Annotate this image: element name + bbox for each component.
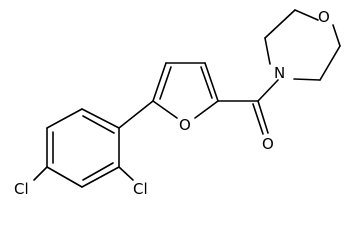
bond — [152, 62, 167, 102]
bond — [46, 108, 83, 129]
carbonyl-group — [252, 79, 279, 135]
atom-label-oxygen: O — [262, 135, 274, 153]
bond — [118, 166, 134, 181]
bond — [293, 78, 321, 81]
bond — [159, 66, 172, 100]
bond — [252, 103, 264, 135]
atom-label-nitrogen: N — [274, 64, 285, 82]
bond — [257, 100, 269, 134]
morpholine-ring — [264, 9, 341, 81]
bond — [82, 115, 115, 134]
dichlorophenyl-ring — [46, 108, 120, 188]
bond — [81, 108, 120, 129]
bond — [264, 37, 271, 65]
structure-diagram: O N O O Cl Cl — [14, 8, 341, 198]
furan-ring — [152, 62, 259, 119]
bond — [204, 62, 219, 102]
bond — [319, 45, 341, 81]
bond — [33, 166, 48, 181]
bond — [194, 100, 219, 119]
bond — [118, 100, 154, 129]
bond — [294, 9, 319, 21]
atom-label-oxygen: O — [318, 8, 330, 26]
molecule-drawing: O N O O Cl Cl — [14, 8, 341, 198]
bond — [82, 162, 114, 181]
bond — [46, 166, 83, 188]
bond — [81, 166, 120, 188]
atom-label-chlorine: Cl — [14, 180, 29, 198]
atom-label-oxygen: O — [179, 116, 191, 134]
bond — [257, 79, 279, 102]
atom-label-chlorine: Cl — [133, 180, 148, 198]
bond — [200, 66, 213, 99]
bond — [264, 9, 296, 39]
bond — [152, 100, 178, 119]
bond — [332, 24, 341, 47]
